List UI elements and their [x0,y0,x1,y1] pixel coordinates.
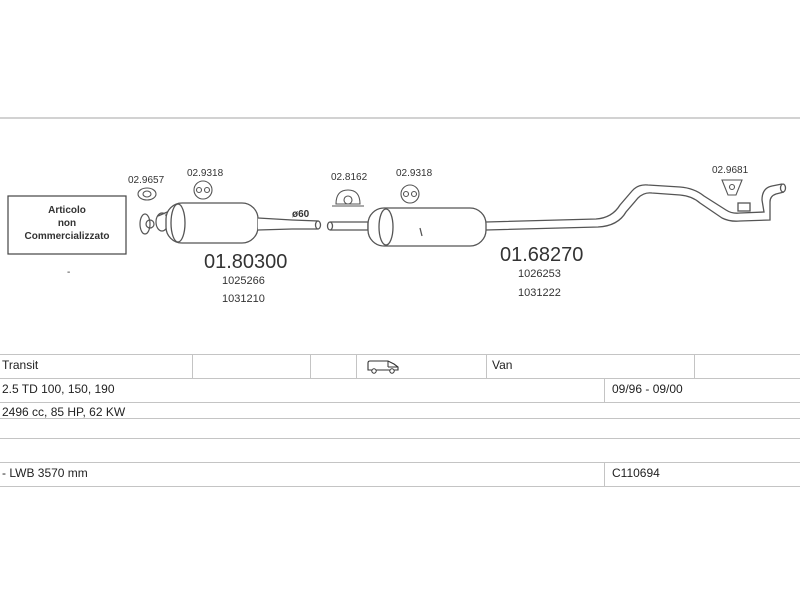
part-code-02-9318-a: 02.9318 [187,168,224,179]
engine-specs: 2496 cc, 85 HP, 62 KW [2,405,126,419]
tailpipe-hanger-icon [721,179,743,196]
assembly-ref-1026253: 1026253 [518,268,561,280]
exhaust-diagram: Articolo non Commercializzato - 02.9657 … [0,117,800,305]
table-line [0,378,800,379]
diameter-label: ø60 [292,209,310,220]
table-divider [694,354,695,378]
clamp-icon [332,189,364,207]
part-code-02-9318-b: 02.9318 [396,168,433,179]
rubber-hanger-icon [193,180,213,200]
assembly-code-01-68270: 01.68270 [500,244,583,266]
table-line [0,418,800,419]
wheelbase: - LWB 3570 mm [2,466,88,480]
rear-section-inlet [326,221,369,231]
assembly-ref-1031210: 1031210 [222,293,265,305]
front-silencer [157,202,322,244]
table-line [0,438,800,439]
front-flange-icon [139,212,169,235]
table-line [0,462,800,463]
rear-silencer [367,207,487,247]
vehicle-model: Transit [2,358,39,372]
tailpipe [485,183,787,231]
table-line [0,354,800,355]
part-code-02-9657: 02.9657 [128,175,165,186]
part-code-02-8162: 02.8162 [331,172,368,183]
table-divider [486,354,487,378]
table-divider [604,378,605,402]
flange-gasket-icon [137,187,157,201]
table-divider [356,354,357,378]
engine-variants: 2.5 TD 100, 150, 190 [2,382,115,396]
part-code-02-9681: 02.9681 [712,165,749,176]
catalog-code: C110694 [612,466,660,480]
not-available-box: Articolo non Commercializzato [7,195,127,255]
van-icon [366,358,400,377]
dash-mark: - [67,267,70,278]
rubber-hanger-icon [400,184,420,204]
not-available-line1: Articolo [48,205,86,216]
assembly-code-01-80300: 01.80300 [204,251,287,273]
not-available-line2: non [58,218,76,229]
assembly-ref-1031222: 1031222 [518,287,561,299]
assembly-ref-1025266: 1025266 [222,275,265,287]
table-divider [310,354,311,378]
table-divider [604,462,605,486]
table-line [0,402,800,403]
body-type: Van [492,358,513,372]
table-divider [192,354,193,378]
not-available-line3: Commercializzato [24,231,109,242]
production-years: 09/96 - 09/00 [612,382,683,396]
table-line [0,486,800,487]
